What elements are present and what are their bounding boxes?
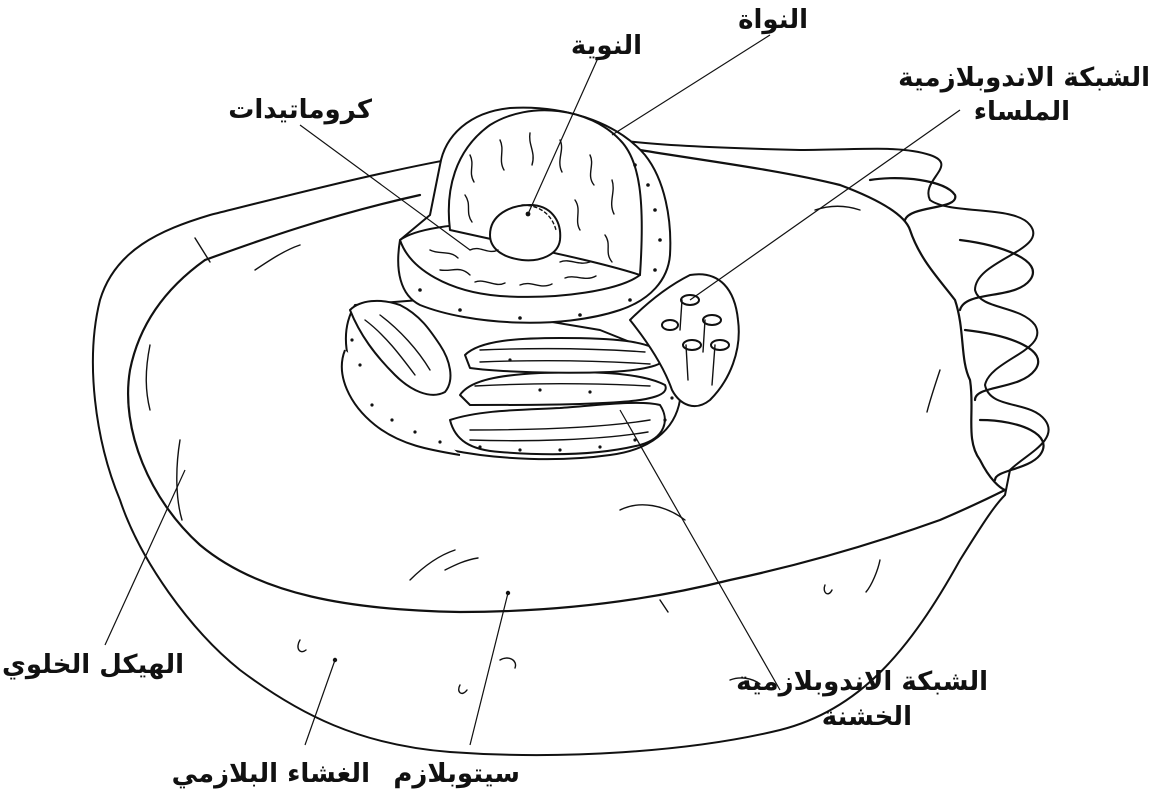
label-smooth-er-1: الشبكة الاندوبلازمية [898, 63, 1150, 93]
label-chromatin: كروماتيدات [228, 95, 373, 125]
label-plasma-membrane: الغشاء البلازمي [172, 759, 370, 789]
label-nucleus: النواة [738, 5, 808, 35]
nucleus [398, 108, 670, 323]
label-cytoskeleton: الهيكل الخلوي [2, 650, 184, 680]
label-cytoplasm: سيتوبلازم [393, 759, 520, 789]
label-rough-er-2: الخشنة [822, 702, 912, 732]
label-rough-er-1: الشبكة الاندوبلازمية [736, 667, 988, 697]
label-nucleolus: النوية [571, 31, 642, 61]
label-smooth-er-2: الملساء [974, 97, 1070, 127]
